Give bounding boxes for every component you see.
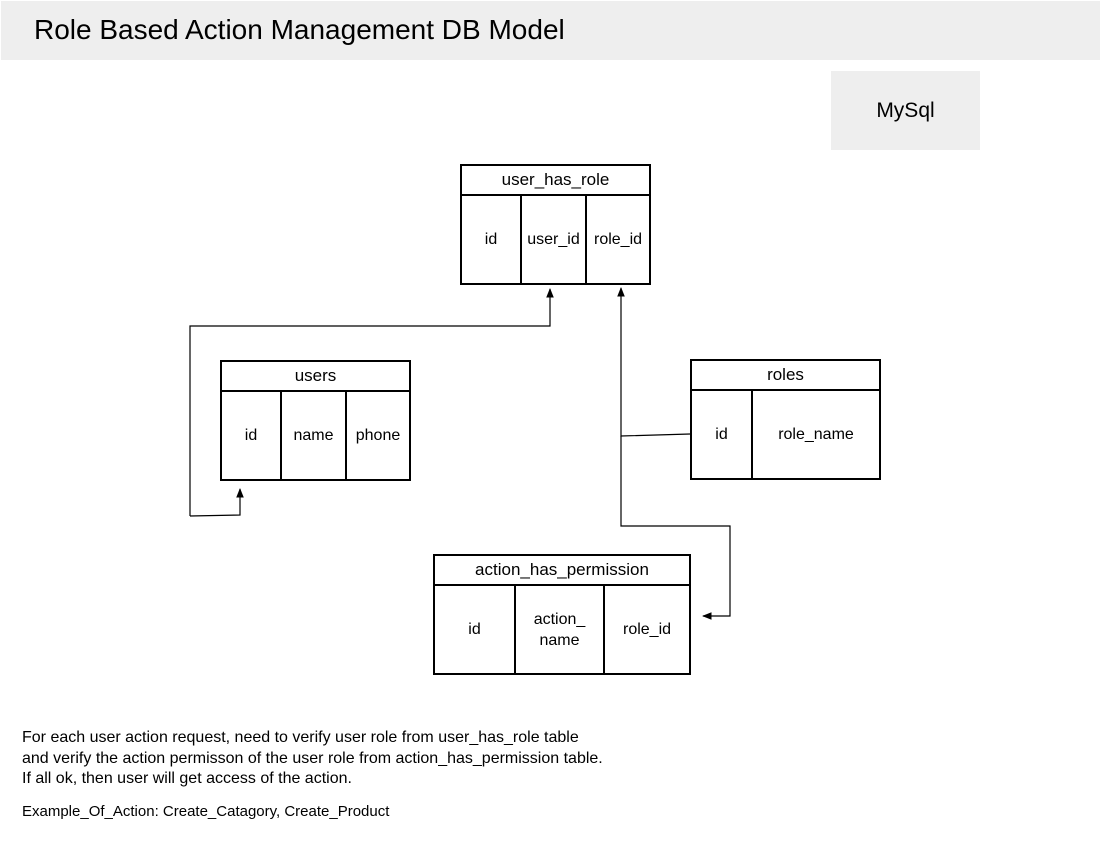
table-header: users bbox=[222, 362, 409, 392]
table-user-has-role[interactable]: user_has_role id user_id role_id bbox=[460, 164, 651, 285]
column-user-id: user_id bbox=[522, 196, 587, 283]
db-badge-label: MySql bbox=[876, 98, 935, 122]
db-badge: MySql bbox=[831, 71, 980, 150]
note-line: and verify the action permisson of the u… bbox=[22, 749, 603, 767]
column-action-name: action_ name bbox=[516, 586, 605, 673]
table-action-has-permission[interactable]: action_has_permission id action_ name ro… bbox=[433, 554, 691, 675]
edge-users-to-user-has-role bbox=[189, 488, 244, 517]
table-roles[interactable]: roles id role_name bbox=[690, 359, 881, 480]
edge-user-has-role-user-id bbox=[189, 288, 554, 516]
column-role-name: role_name bbox=[778, 426, 854, 443]
column-id: id bbox=[435, 586, 516, 673]
column-name: name bbox=[282, 392, 347, 479]
column-id: id bbox=[462, 196, 522, 283]
note-line: For each user action request, need to ve… bbox=[22, 729, 579, 746]
column-id: id bbox=[222, 392, 282, 479]
example-of-action: Example_Of_Action: Create_Catagory, Crea… bbox=[22, 803, 390, 820]
note-line: If all ok, then user will get access of … bbox=[22, 770, 352, 787]
table-header: user_has_role bbox=[462, 166, 649, 196]
title-bar: Role Based Action Management DB Model bbox=[1, 1, 1100, 60]
column-phone: phone bbox=[355, 427, 401, 444]
column-role-id: role_id bbox=[622, 621, 672, 638]
description-note: For each user action request, need to ve… bbox=[22, 728, 603, 790]
edge-roles-to-user-has-role bbox=[617, 287, 691, 437]
table-header: action_has_permission bbox=[435, 556, 689, 586]
page-title: Role Based Action Management DB Model bbox=[34, 14, 565, 45]
table-header: roles bbox=[692, 361, 879, 391]
edge-roles-to-action-has-permission bbox=[620, 436, 731, 620]
column-id: id bbox=[692, 391, 753, 478]
table-users[interactable]: users id name phone bbox=[220, 360, 411, 481]
column-role-id: role_id bbox=[593, 231, 643, 248]
